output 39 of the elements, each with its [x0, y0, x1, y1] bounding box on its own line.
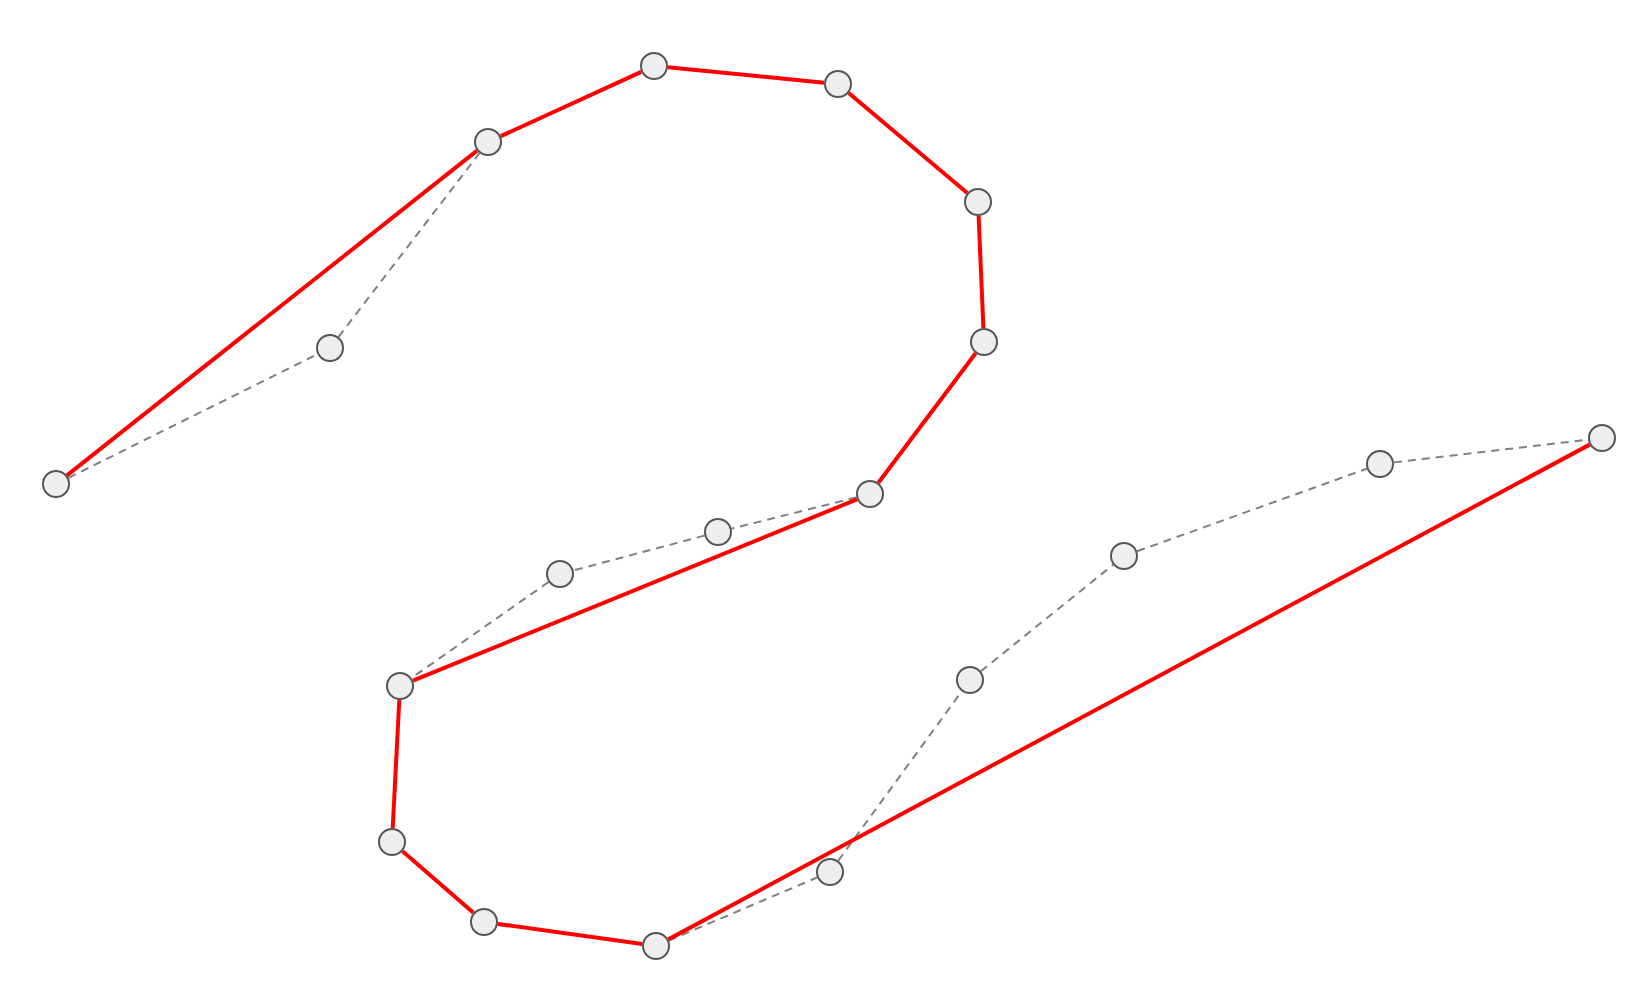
polyline-segment: [667, 442, 1591, 942]
vertex-circle: [316, 334, 344, 362]
vertex-circle: [474, 128, 502, 156]
polyline-segment: [847, 91, 969, 195]
dashed-line: [572, 534, 706, 572]
vertex-circle: [816, 858, 844, 886]
polyline-segment: [65, 149, 479, 477]
polyline-segment: [667, 65, 825, 85]
dashed-line: [1136, 467, 1368, 553]
polyline-segment: [401, 849, 475, 915]
vertex-circle: [386, 672, 414, 700]
polyline-segment: [499, 70, 643, 138]
dashed-line: [67, 353, 319, 479]
vertex-circle: [956, 666, 984, 694]
vertex-circle: [824, 70, 852, 98]
vertex-circle: [1588, 424, 1616, 452]
dashed-line: [979, 563, 1115, 673]
vertex-circle: [964, 188, 992, 216]
vertex-circle: [970, 328, 998, 356]
vertex-circle: [546, 560, 574, 588]
vertex-circle: [470, 908, 498, 936]
vertex-circle: [856, 480, 884, 508]
vertex-circle: [1110, 542, 1138, 570]
vertex-circle: [1366, 450, 1394, 478]
polyline-segment: [876, 352, 978, 484]
dashed-line: [730, 496, 858, 530]
polyline-segment: [412, 497, 858, 683]
dashed-line: [337, 152, 481, 338]
dashed-line: [410, 581, 550, 679]
vertex-circle: [704, 518, 732, 546]
polyline-segment: [497, 921, 643, 947]
vertex-circle: [42, 470, 70, 498]
dashed-line: [837, 690, 963, 862]
vertex-circle: [378, 828, 406, 856]
dashed-line: [667, 876, 819, 942]
vertex-circle: [640, 52, 668, 80]
polyline-segment: [390, 699, 402, 829]
vertex-circle: [642, 932, 670, 960]
polyline-segment: [976, 215, 986, 329]
